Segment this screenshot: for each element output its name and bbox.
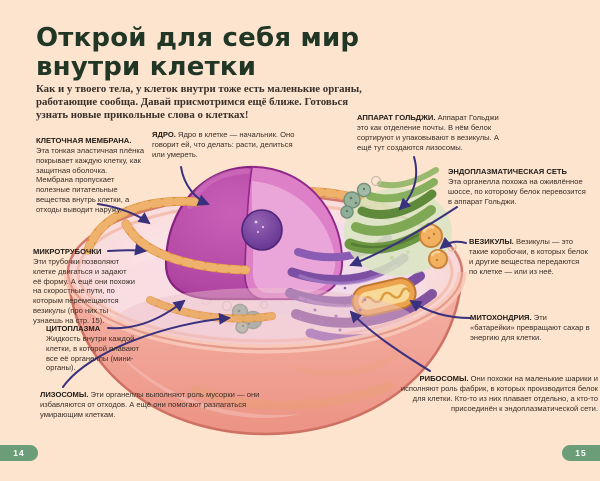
page-number-left: 14	[0, 445, 38, 461]
label-cytoplasm: ЦИТОПЛАЗМА Жидкость внутри каждой клетки…	[46, 324, 149, 373]
term-cytoplasm: ЦИТОПЛАЗМА	[46, 324, 101, 333]
desc-golgi: Аппарат Гольджи это как отделение почты.…	[357, 113, 499, 152]
label-lysosomes: ЛИЗОСОМЫ. Эти органеллы выполняют роль м…	[40, 390, 262, 420]
term-vesicles: ВЕЗИКУЛЫ.	[469, 237, 514, 246]
term-lysosomes: ЛИЗОСОМЫ.	[40, 390, 89, 399]
arrow-vesicles	[439, 236, 467, 250]
desc-cytoplasm: Жидкость внутри каждой клетки, в которой…	[46, 333, 140, 373]
arrow-mitochondria	[409, 299, 471, 319]
term-er: ЭНДОПЛАЗМАТИЧЕСКАЯ СЕТЬ	[448, 167, 567, 176]
arrow-nucleus	[180, 166, 210, 206]
microtubules-front	[83, 196, 276, 323]
nucleolus	[241, 209, 283, 251]
desc-vesicles: Везикулы — это такие коробочки, в которы…	[469, 237, 588, 276]
term-golgi: АППАРАТ ГОЛЬДЖИ.	[357, 113, 436, 122]
desc-microtubules: Эти трубочки позволяют клетке двигаться …	[33, 256, 135, 326]
arrow-microtubules	[107, 243, 147, 256]
term-microtubules: МИКРОТРУБОЧКИ	[33, 247, 102, 256]
arrow-lysosomes	[62, 312, 231, 388]
page-number-right: 15	[562, 445, 600, 461]
label-ribosomes: РИБОСОМЫ. Они похожи на маленькие шарики…	[390, 374, 598, 413]
title-line-1: Открой для себя мир	[36, 23, 360, 53]
leader-arrows	[62, 156, 471, 388]
mitochondria	[351, 277, 417, 317]
desc-lysosomes: Эти органеллы выполняют роль мусорки — о…	[40, 390, 260, 419]
intro-paragraph: Как и у твоего тела, у клеток внутри тож…	[36, 83, 362, 122]
golgi-apparatus	[344, 167, 452, 276]
cell-membrane-front-wall	[63, 271, 467, 436]
desc-cell-membrane: Эта тонкая эластичная плёнка покрывает к…	[36, 145, 145, 215]
vesicles	[419, 224, 457, 269]
label-mitochondria: МИТОХОНДРИЯ. Эти «батарейки» превращают …	[470, 313, 592, 343]
label-cell-membrane: КЛЕТОЧНАЯ МЕМБРАНА. Эта тонкая эластична…	[36, 136, 146, 215]
page-title: Открой для себя мир внутри клетки	[36, 23, 360, 83]
term-ribosomes: РИБОСОМЫ.	[419, 374, 469, 383]
term-mitochondria: МИТОХОНДРИЯ.	[470, 313, 532, 322]
desc-nucleus: Ядро в клетке — начальник. Оно говорит е…	[152, 130, 295, 159]
arrow-er	[349, 206, 458, 267]
label-golgi: АППАРАТ ГОЛЬДЖИ. Аппарат Гольджи это как…	[357, 113, 509, 152]
label-nucleus: ЯДРО. Ядро в клетке — начальник. Оно гов…	[152, 130, 298, 160]
arrow-ribosomes	[349, 310, 431, 372]
label-er: ЭНДОПЛАЗМАТИЧЕСКАЯ СЕТЬ Эта органелла по…	[448, 167, 590, 206]
desc-er: Эта органелла похожа на оживлённое шоссе…	[448, 176, 586, 206]
desc-ribosomes: Они похожи на маленькие шарики и исполня…	[400, 374, 598, 413]
arrow-golgi	[398, 156, 418, 211]
arrow-membrane	[97, 203, 151, 225]
label-vesicles: ВЕЗИКУЛЫ. Везикулы — это такие коробочки…	[469, 237, 589, 276]
desc-mitochondria: Эти «батарейки» превращают сахар в энерг…	[470, 313, 590, 342]
title-line-2: внутри клетки	[36, 52, 257, 83]
arrow-cytoplasm	[107, 299, 186, 330]
term-cell-membrane: КЛЕТОЧНАЯ МЕМБРАНА.	[36, 136, 132, 145]
label-microtubules: МИКРОТРУБОЧКИ Эти трубочки позволяют кле…	[33, 247, 136, 326]
term-nucleus: ЯДРО.	[152, 130, 176, 139]
